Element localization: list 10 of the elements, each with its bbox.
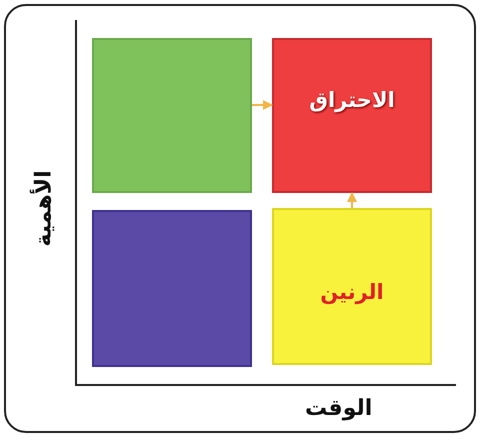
quadrant-label: الاحتراق [309,88,395,112]
axis-label: الوقت [305,396,372,421]
quadrant-box [272,208,432,365]
quadrant-box [92,210,252,367]
arrow [347,192,357,208]
quadrant-box [272,38,432,193]
axis-label: الأهمية [32,170,57,247]
quadrant-box [92,38,252,193]
quadrant-label: الرنين [320,280,384,304]
arrow [252,100,273,110]
